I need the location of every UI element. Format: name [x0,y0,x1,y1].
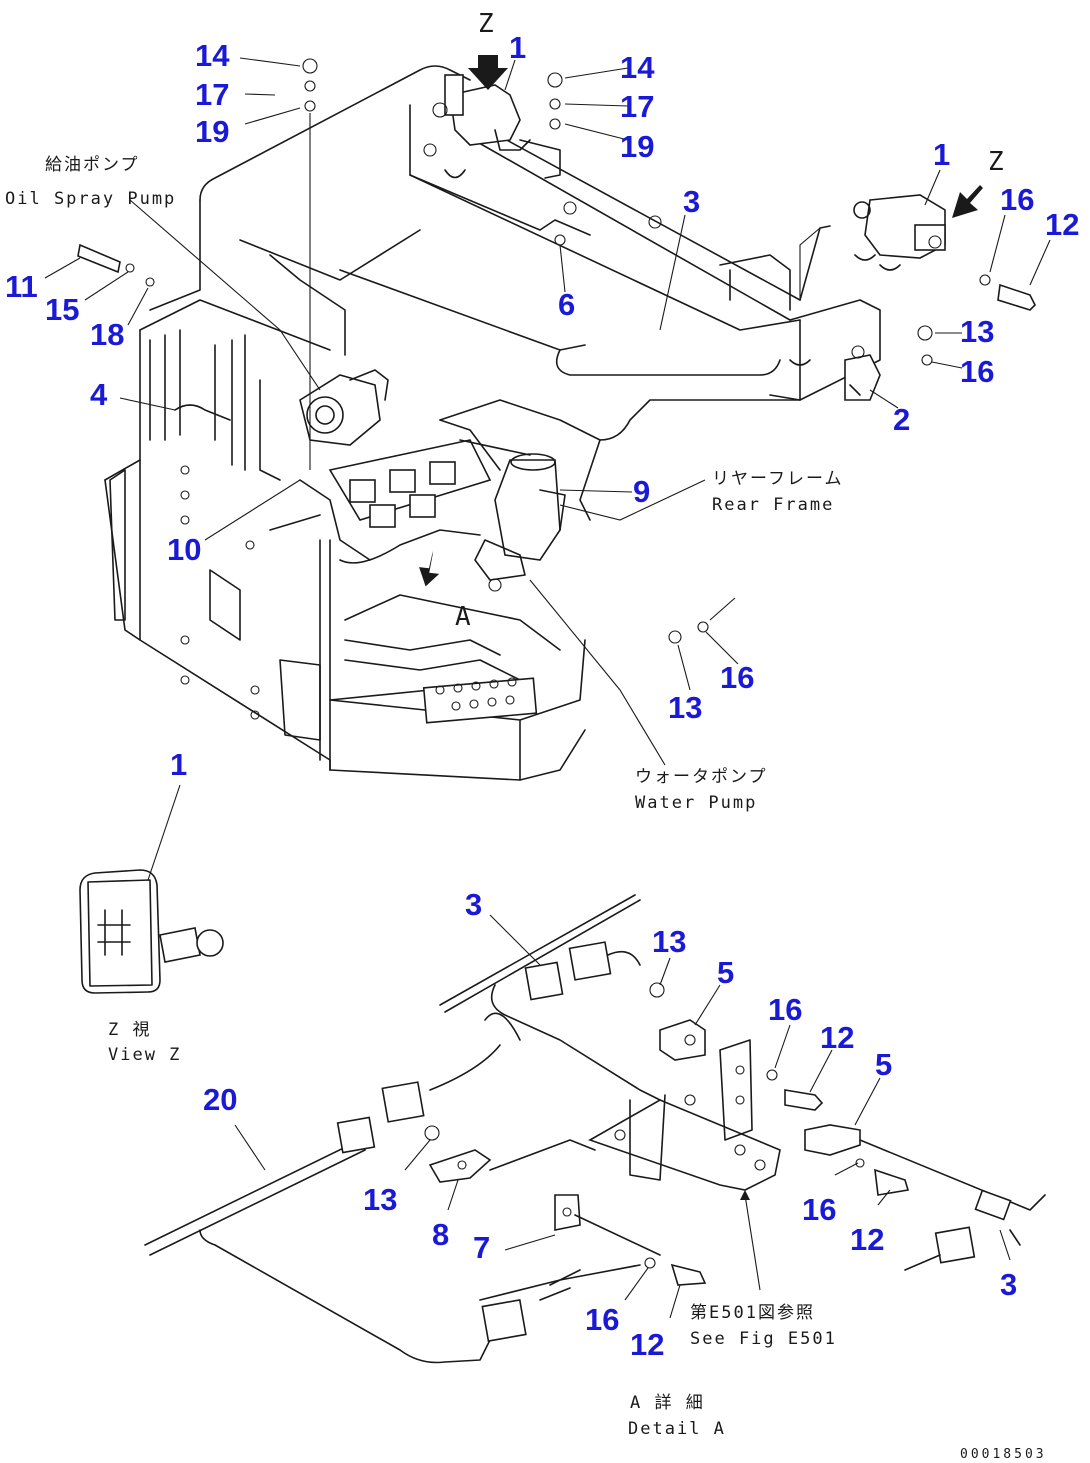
callout-16: 16 [585,1302,619,1337]
rear-frame-label-jp: リヤーフレーム [712,469,843,489]
callout-3: 3 [465,887,482,922]
view-z-label-jp: Z 視 [108,1020,151,1040]
water-pump-label-jp: ウォータポンプ [635,767,768,787]
callout-13: 13 [652,924,686,959]
callout-4: 4 [90,377,108,412]
z-label-top: Z [478,9,494,39]
callout-5: 5 [717,955,734,990]
rear-frame-assembly [104,65,881,781]
callout-12: 12 [850,1222,884,1257]
view-z-lamp [79,784,224,994]
callout-2: 2 [893,402,910,437]
oil-spray-pump-label-en: Oil Spray Pump [5,189,176,209]
text-labels: 給油ポンプ Oil Spray Pump リヤーフレーム Rear Frame … [5,155,1047,1462]
callout-16: 16 [960,354,994,389]
callout-16: 16 [720,660,754,695]
callout-10: 10 [167,532,201,567]
leader-lines-main [44,57,1051,766]
callout-15: 15 [45,292,79,327]
view-z-label-en: View Z [108,1045,181,1065]
callout-17: 17 [195,77,229,112]
hardware-top [77,58,1036,644]
detail-a-label-en: Detail A [628,1419,726,1439]
callout-14: 14 [195,38,230,73]
detail-a-label-jp: A 詳 細 [630,1393,705,1413]
callout-19: 19 [195,114,229,149]
callout-18: 18 [90,317,124,352]
callout-8: 8 [432,1217,449,1252]
water-pump-label-en: Water Pump [635,793,757,813]
callout-12: 12 [1045,207,1079,242]
drawing-number: 00018503 [960,1447,1047,1462]
callout-19: 19 [620,129,654,164]
callout-numbers: 1 1 1 2 3 3 3 4 5 5 6 7 8 9 10 11 12 12 … [5,30,1079,1362]
callout-1: 1 [509,30,526,65]
callout-13: 13 [668,690,702,725]
view-z-arrows [419,55,983,587]
callout-17: 17 [620,89,654,124]
callout-9: 9 [633,474,650,509]
callout-16: 16 [768,992,802,1027]
callout-5: 5 [875,1047,892,1082]
callout-6: 6 [558,287,575,322]
z-label-right: Z [988,147,1004,177]
callout-13: 13 [960,314,994,349]
bracket-2 [844,345,881,401]
a-detail-marker: A [455,602,471,632]
lamp-right [853,194,946,271]
callout-14: 14 [620,50,655,85]
see-fig-label-jp: 第E501図参照 [690,1303,815,1323]
callout-1: 1 [933,137,950,172]
callout-16: 16 [802,1192,836,1227]
oil-spray-pump [299,369,389,446]
rear-frame-label-en: Rear Frame [712,495,834,515]
callout-12: 12 [820,1020,854,1055]
detail-a [144,894,1046,1364]
callout-3: 3 [1000,1267,1017,1302]
lamp-top [423,74,561,179]
callout-13: 13 [363,1182,397,1217]
oil-spray-pump-label-jp: 給油ポンプ [45,155,140,175]
callout-16: 16 [1000,182,1034,217]
valve-block [269,419,531,564]
callout-20: 20 [203,1082,237,1117]
water-pump [474,453,566,592]
panel-holes [180,465,260,720]
callout-7: 7 [473,1230,490,1265]
callout-1: 1 [170,747,187,782]
callout-11: 11 [5,269,38,304]
see-fig-label-en: See Fig E501 [690,1329,837,1349]
callout-3: 3 [683,184,700,219]
callout-12: 12 [630,1327,664,1362]
